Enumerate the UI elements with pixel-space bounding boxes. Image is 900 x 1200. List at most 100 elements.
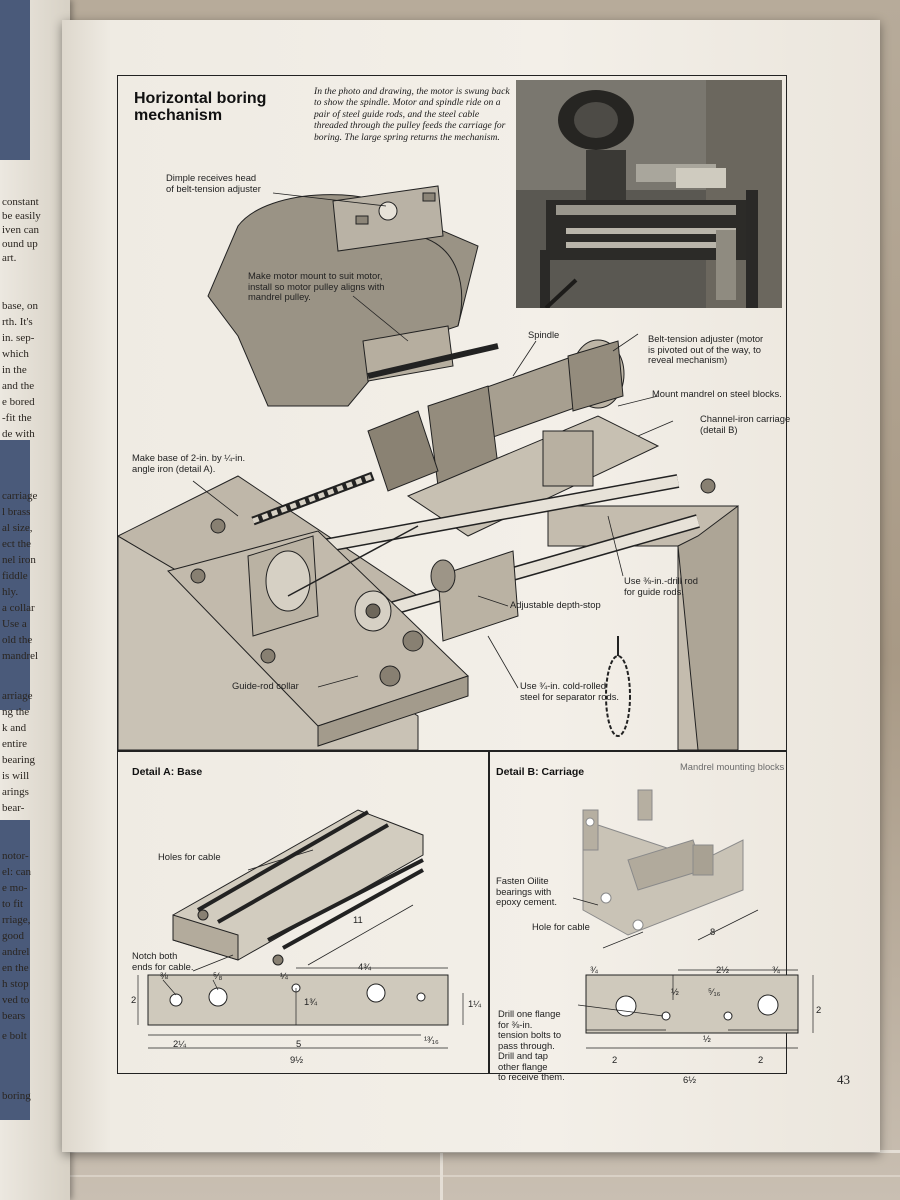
detail-a-dim-1-1-4: 1¼ <box>468 998 482 1009</box>
left-page-text-fragment: in the <box>2 364 27 376</box>
detail-a-dim-length: 11 <box>353 914 363 925</box>
left-page-text-fragment: notor- <box>2 850 29 862</box>
detail-b-dim-1-2-b: ½ <box>703 1033 711 1044</box>
mechanism-photo-image <box>516 80 782 308</box>
label-separator-rods: Use ¾-in. cold-rolled steel for separato… <box>520 680 620 702</box>
left-page-text-fragment: ect the <box>2 538 32 550</box>
detail-b-dim-left-2: 2 <box>612 1054 618 1065</box>
label-motor-mount: Make motor mount to suit motor, install … <box>248 270 385 303</box>
label-channel-iron: Channel-iron carriage (detail B) <box>700 413 791 435</box>
book-cover-edge <box>0 0 30 160</box>
detail-b-drill-note: Drill one flange for ⅜-in. tension bolts… <box>498 1008 565 1083</box>
label-base: Make base of 2-in. by ¼-in. angle iron (… <box>132 452 246 474</box>
label-belt-tension: Belt-tension adjuster (motor is pivoted … <box>648 333 763 366</box>
left-page-text-fragment: carriage <box>2 490 38 502</box>
left-page-text-fragment: is will <box>2 770 30 782</box>
detail-b-dim-right-2: 2 <box>758 1054 764 1065</box>
left-page-text-fragment: bears <box>2 1010 26 1022</box>
left-page-text-fragment: k and <box>2 722 27 734</box>
book-cover-edge <box>0 820 30 1120</box>
detail-b-drill-note-line3: tension bolts to <box>498 1029 562 1040</box>
label-drill-rod: Use ⅜-in.-drill rod for guide rods. <box>624 575 698 597</box>
left-page-text-fragment: in. sep- <box>2 332 35 344</box>
left-page-text-fragment: iven can <box>2 224 39 236</box>
left-page-text-fragment: bear- <box>2 802 25 814</box>
detail-b-drill-note-line5: Drill and tap <box>498 1050 549 1061</box>
left-page-text-fragment: ound up <box>2 238 38 250</box>
figure-title-line2: mechanism <box>134 107 223 124</box>
left-page-text-fragment: entire <box>2 738 28 750</box>
label-guide-rod-collar: Guide-rod collar <box>232 680 299 691</box>
detail-b-title: Detail B: Carriage <box>496 766 585 778</box>
left-page-text-fragment: e mo- <box>2 882 28 894</box>
detail-b-drill-note-line6: other flange <box>498 1060 548 1072</box>
label-mount-mandrel: Mount mandrel on steel blocks. <box>652 388 782 399</box>
left-page-text-fragment: h stop <box>2 978 29 990</box>
left-page-text-fragment: al size, <box>2 522 33 534</box>
left-page-text-fragment: art. <box>2 252 17 264</box>
left-page-text-fragment: arriage <box>2 690 33 702</box>
detail-a-holes-for-cable: Holes for cable <box>158 851 221 862</box>
detail-b-drill-note-line4: pass through. <box>498 1039 555 1051</box>
left-page-text-fragment: constant <box>2 196 39 208</box>
label-belt-tension-line3: reveal mechanism) <box>648 354 728 365</box>
left-page-text-fragment: hly. <box>2 586 19 598</box>
book-cover-edge <box>0 440 30 710</box>
detail-a-dim-4-3-4: 4¾ <box>358 961 372 972</box>
detail-a-dim-5: 5 <box>296 1038 302 1049</box>
detail-a-dim-13-16: ¹³⁄₁₆ <box>424 1034 439 1045</box>
left-page-text-fragment: to fit <box>2 898 24 910</box>
label-motor-mount-line1: Make motor mount to suit motor, <box>248 270 383 281</box>
detail-b-drill-note-line1: Drill one flange <box>498 1008 561 1019</box>
left-page-text-fragment: good <box>2 930 24 942</box>
tile-grout-line <box>0 1175 900 1177</box>
left-page-text-fragment: bearing <box>2 754 35 766</box>
detail-b-oilite: Fasten Oilite bearings with epoxy cement… <box>496 875 557 908</box>
left-page-text-fragment: which <box>2 348 29 360</box>
figure-title-line1: Horizontal boring <box>134 90 267 107</box>
label-depth-stop: Adjustable depth-stop <box>510 599 601 610</box>
left-page-text-fragment: de with <box>2 428 35 440</box>
detail-b-drill-note-line2: for ⅜-in. <box>498 1018 533 1030</box>
detail-b-carriage-drawing <box>572 789 814 1049</box>
label-motor-mount-line3: mandrel pulley. <box>248 291 311 302</box>
label-dimple-line1: Dimple receives head <box>166 172 257 183</box>
label-channel-iron-line2: (detail B) <box>700 423 738 435</box>
label-belt-tension-line2: is pivoted out of the way, to <box>648 343 761 355</box>
figure-caption: In the photo and drawing, the motor is s… <box>314 86 510 143</box>
left-page-text-fragment: ng the <box>2 706 30 718</box>
detail-b-oilite-line3: epoxy cement. <box>496 896 557 907</box>
detail-a-notch-line1: Notch both <box>132 950 178 961</box>
detail-b-drill-note-line7: to receive them. <box>498 1071 565 1082</box>
mechanism-photo <box>516 80 782 308</box>
detail-b-dim-height: 2 <box>816 1004 822 1015</box>
label-base-line2: angle iron (detail A). <box>132 462 216 474</box>
detail-a-title: Detail A: Base <box>132 766 203 778</box>
detail-a-dim-hole2: ⁵⁄₈ <box>213 970 223 981</box>
figure-frame: Horizontal boring mechanism In the photo… <box>116 75 821 1085</box>
detail-b-dim-5-16: ⁵⁄₁₆ <box>708 986 721 997</box>
label-channel-iron-line1: Channel-iron carriage <box>700 413 791 424</box>
label-drill-rod-line2: for guide rods. <box>624 585 684 597</box>
left-page-text-fragment: and the <box>2 380 35 392</box>
boring-mechanism-drawing <box>116 185 739 751</box>
label-base-line1: Make base of 2-in. by ¼-in. <box>132 452 246 463</box>
figure-title: Horizontal boring mechanism <box>134 90 294 124</box>
detail-a-dim-2-1-4: 2¼ <box>173 1038 187 1049</box>
detail-a-base-drawing <box>137 809 464 1049</box>
left-page-text-fragment: be easily <box>2 210 41 222</box>
left-page-text-fragment: arings <box>2 786 29 798</box>
detail-a-dim-hole3: ¼ <box>280 970 288 981</box>
left-page-text-fragment: rriage, <box>2 914 31 926</box>
left-page-text-fragment: a collar <box>2 602 35 614</box>
left-page-text-fragment: -fit the <box>2 412 32 424</box>
left-page-text-fragment: l brass <box>2 506 31 518</box>
detail-b-dim-total: 6½ <box>683 1074 697 1085</box>
detail-b-mandrel-blocks: Mandrel mounting blocks <box>680 761 785 772</box>
label-separator-line2: steel for separator rods. <box>520 690 620 702</box>
detail-a-dim-1-3-4: 1¾ <box>304 996 318 1007</box>
detail-a-dim-hole1: ⅜ <box>160 970 168 981</box>
label-dimple: Dimple receives head of belt-tension adj… <box>166 172 261 194</box>
page-number: 43 <box>837 1072 850 1087</box>
detail-a-notch: Notch both ends for cable. <box>132 950 194 972</box>
